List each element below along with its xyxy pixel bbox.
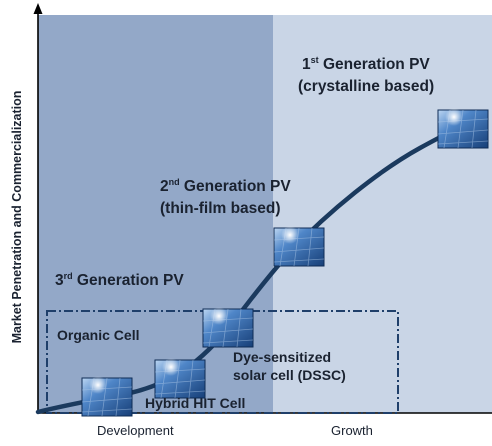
first-gen-title: 1st Generation PV xyxy=(302,55,430,73)
dssc-label-line2: solar cell (DSSC) xyxy=(233,367,346,383)
first-gen-subtitle: (crystalline based) xyxy=(298,78,435,95)
y-axis-arrow-icon xyxy=(33,3,43,14)
phase-label-development: Development xyxy=(97,423,174,438)
growth-region xyxy=(273,15,492,413)
dssc-label-line1: Dye-sensitized xyxy=(233,349,332,365)
solar-panel-icon xyxy=(154,357,206,399)
phase-label-growth: Growth xyxy=(331,423,373,438)
second-gen-subtitle: (thin-film based) xyxy=(160,200,281,217)
organic-cell-label: Organic Cell xyxy=(57,327,140,343)
second-gen-title: 2nd Generation PV xyxy=(160,177,291,195)
y-axis-label: Market Penetration and Commercialization xyxy=(10,90,24,344)
solar-panel-icon xyxy=(273,225,325,267)
hybrid-hit-cell-label: Hybrid HIT Cell xyxy=(145,395,246,411)
solar-panel-icon xyxy=(202,306,254,348)
solar-panel-icon xyxy=(437,107,489,149)
solar-panel-icon xyxy=(81,375,133,417)
third-gen-title: 3rd Generation PV xyxy=(55,271,184,289)
